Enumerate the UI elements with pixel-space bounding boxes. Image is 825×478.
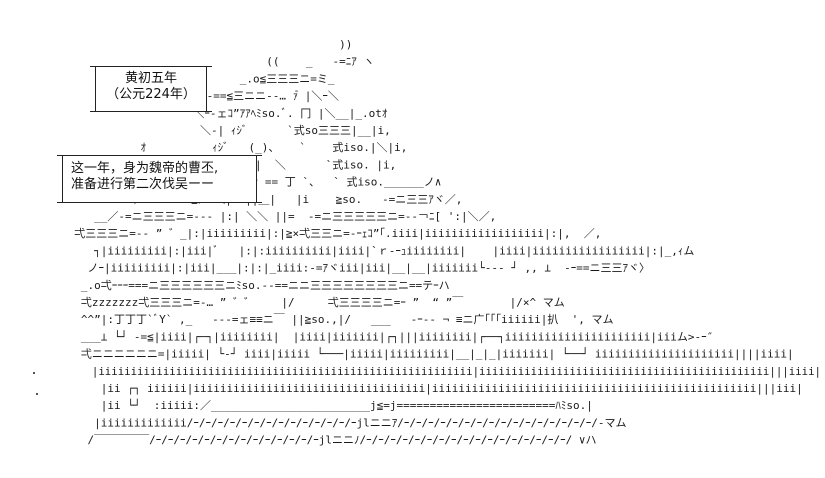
ascii-art-row: |iiiiiiiiiiiiiiiiiiiiiiiiiiiiiiiiiiiiiii… [8,365,821,378]
ascii-art-row: ノｰ|iiiiiiiii|:|iii|___|:|:|_iiii:-=ｱヾiii… [8,261,650,275]
ascii-art-row: /￣￣￣￣￣/ｰ/ｰ/ｰ/ｰ/ｰ/ｰ/ｰ/ｰ/ｰ/ｰ/ｰ/ｰ/ｰ/ｰjlニニﾉ/… [8,433,597,447]
ascii-art-row: |ii ┌┐ iiiiii|iiiiiiiiiiiiiiiiiiiiiiiiii… [8,382,803,395]
ascii-art-row: 弌zzzzzzz弌三三三ニ=-… ” ゛゛ |/ 弌三三三三ニ=ｰ ” “ ”￣… [8,295,565,309]
ascii-art-row: _.o弌ｰｰｰ===ニ三三三三三三ニﾐso.--==ニニ三三三三三三三三ニ==テ… [8,279,450,292]
ascii-art-row: 弌ニニニニニニ=|iiiii| └-┘ iiii|iiiii └───|iiii… [8,347,794,361]
ascii-art-row: __／-=ニ三三三ニ=--- |:| ＼＼ ||= -=ニ三三三三三ニ=--￢ﾆ… [8,210,496,223]
ascii-art-row: )) [8,38,352,51]
ascii-art-row: ＼-| ｨｼﾞ `式so三三三|__|i, [8,124,391,137]
ascii-art-row: |iiiiiiiiiiiii/ｰ/ｰ/ｰ/ｰ/ｰ/ｰ/ｰ/ｰ/ｰ/ｰ/ｰ/ｰ/ｰ… [8,416,626,429]
date-caption-box: 黄初五年 （公元224年） [90,66,212,112]
date-caption-line1: 黄初五年 [124,71,177,86]
ascii-art-row: ^^”|:丁丁丁`ﾞY` ,_ ---=ェ≡≡ニ￣ ||≧so.,|/ ___ … [8,312,613,326]
ascii-art-row: 弌三三三ニ=-- ” ゛_|:|iiiiiiiii|:|≧×弌三三ニ=-ｰｪｺ”… [8,227,601,240]
ascii-art-row: |ii └┘ :iiiii:／________________________j… [8,398,593,412]
story-caption-box: 这一年，身为魏帝的曹丕, 准备进行第二次伐吴ーー [57,155,262,203]
ascii-art-row: (( _ -=ﾆｱ ヽ [8,55,374,68]
stray-dot [33,372,35,374]
date-caption-line2: （公元224年） [106,87,196,103]
stray-dot [36,393,38,395]
ascii-art-row: ___⊥ └┘ -=≦|iiii|┌─┐|iiiiiiii| |iiii|iii… [8,329,713,343]
story-caption-line2: 准备进行第二次伐吴ーー [71,177,215,193]
story-caption-line1: 这一年，身为魏帝的曹丕, [71,161,219,176]
ascii-art-row: ｵ ｨｼﾞ (_)、 ` 式iso.|＼|i, [8,141,407,154]
ascii-art-row: ┐|iiiiiiiii|:|iii|ﾞ |:|:iiiiiiiiii|iiii|… [8,244,694,257]
